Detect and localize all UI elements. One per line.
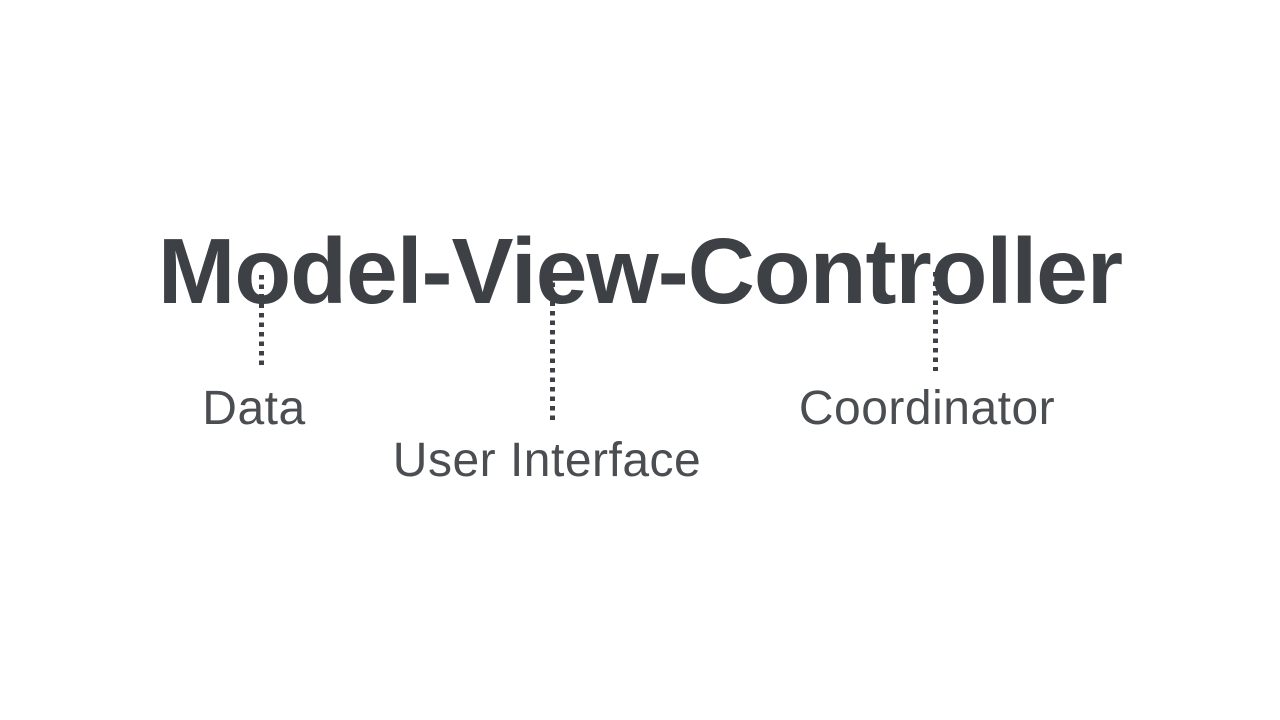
label-model-data: Data [202, 382, 306, 435]
dotted-connector-controller [933, 272, 938, 371]
dotted-connector-model [259, 275, 264, 370]
label-controller-coordinator: Coordinator [798, 382, 1056, 435]
dotted-connector-view [550, 273, 555, 421]
diagram-title: Model-View-Controller [157, 219, 1123, 324]
label-view-user-interface: User Interface [392, 434, 702, 487]
